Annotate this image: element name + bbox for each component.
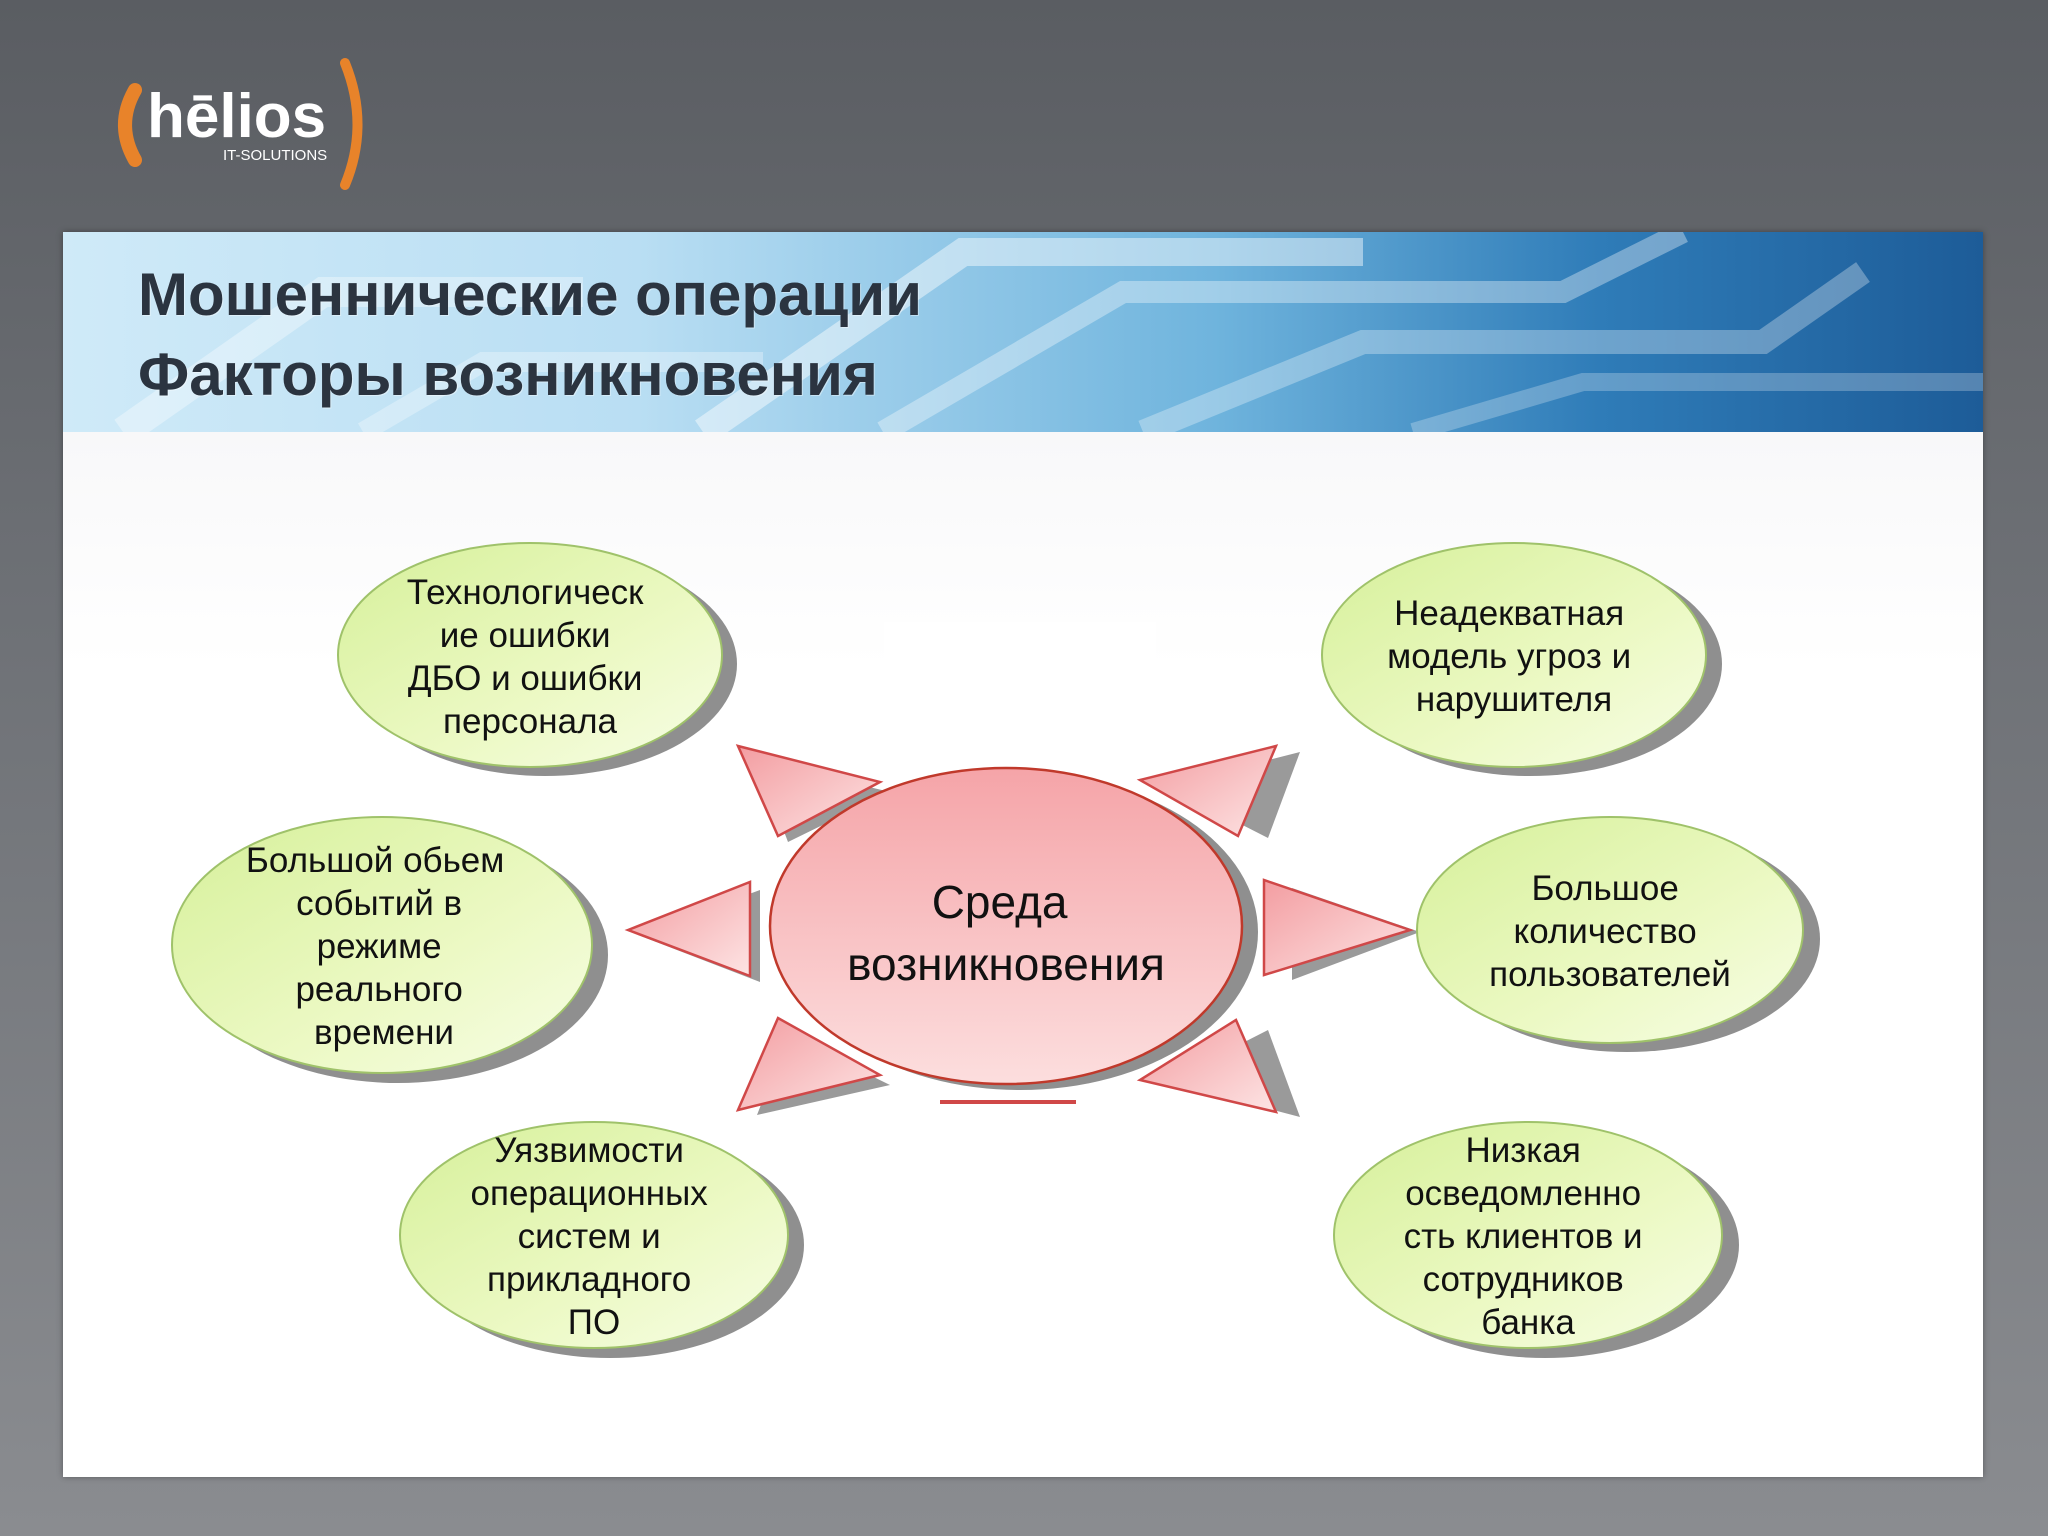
factor-low-awareness: Низкая осведомленно сть клиентов и сотру… xyxy=(1333,1121,1739,1358)
factor-many-users-line-2: количество xyxy=(1513,912,1696,951)
slide-title-line-1: Мошеннические операции xyxy=(138,261,923,328)
factor-realtime-volume-line-1: Большой обьем xyxy=(246,841,504,880)
factor-realtime-volume: Большой обьем событий в режиме реального… xyxy=(171,816,608,1083)
center-backdrop-bottom xyxy=(884,1105,1142,1265)
center-ellipse xyxy=(768,766,1244,1086)
banner-decoration xyxy=(114,232,1983,432)
arrow-up-right xyxy=(1136,744,1279,838)
factor-tech-errors-line-4: персонала xyxy=(443,702,617,741)
arrow-up-left xyxy=(735,744,884,838)
factor-tech-errors-line-3: ДБО и ошибки xyxy=(408,659,643,698)
arrow-down-left xyxy=(735,1016,884,1112)
factor-threat-model-line-3: нарушителя xyxy=(1416,680,1612,719)
svg-text:Большой обьем событий в: Большой обьем событий в режиме реального… xyxy=(246,841,514,1052)
svg-text:Технологическ ие ошибки: Технологическ ие ошибки ДБО и ошибки пер… xyxy=(407,573,653,741)
factor-threat-model-line-2: модель угроз и xyxy=(1387,637,1631,676)
factor-low-awareness-line-1: Низкая xyxy=(1465,1131,1580,1170)
logo-brand: hēlios xyxy=(147,82,326,151)
center-line-1: Среда xyxy=(932,876,1068,928)
center-line-2: возникновения xyxy=(847,938,1165,990)
factor-tech-errors: Технологическ ие ошибки ДБО и ошибки пер… xyxy=(337,542,737,776)
factor-low-awareness-line-5: банка xyxy=(1481,1303,1575,1342)
factor-low-awareness-line-2: осведомленно xyxy=(1405,1174,1641,1213)
factor-threat-model: Неадекватная модель угроз и нарушителя xyxy=(1321,542,1722,776)
factor-low-awareness-line-4: сотрудников xyxy=(1423,1260,1624,1299)
factor-many-users-line-3: пользователей xyxy=(1489,955,1731,994)
arrows xyxy=(624,744,1415,1114)
helios-logo: hēlios IT-SOLUTIONS xyxy=(118,58,363,190)
factor-tech-errors-line-1: Технологическ xyxy=(407,573,644,612)
factor-os-vulnerabilities: Уязвимости операционных систем и приклад… xyxy=(399,1121,804,1358)
factor-realtime-volume-line-2: событий в xyxy=(296,884,462,923)
factor-realtime-volume-line-5: времени xyxy=(314,1013,454,1052)
center-backdrop-top xyxy=(884,622,1156,767)
factor-many-users-line-1: Большое xyxy=(1531,869,1678,908)
slide-title-line-2: Факторы возникновения xyxy=(138,341,878,408)
factor-low-awareness-line-3: сть клиентов и xyxy=(1404,1217,1643,1256)
logo-tagline: IT-SOLUTIONS xyxy=(223,147,327,164)
factor-os-vulnerabilities-line-1: Уязвимости xyxy=(494,1131,684,1170)
svg-text:Уязвимости операционных: Уязвимости операционных систем и приклад… xyxy=(471,1131,718,1342)
svg-text:Большое количество: Большое количество пользователей xyxy=(1489,869,1731,994)
center-label: Среда возникновения xyxy=(847,876,1165,990)
factor-os-vulnerabilities-line-4: прикладного xyxy=(487,1260,691,1299)
factor-os-vulnerabilities-line-5: ПО xyxy=(568,1303,620,1342)
factor-threat-model-line-1: Неадекватная xyxy=(1394,594,1624,633)
arrow-left xyxy=(624,880,752,978)
svg-text:Низкая осведомленно: Низкая осведомленно сть клиентов и сотру… xyxy=(1404,1131,1653,1342)
factor-os-vulnerabilities-line-3: систем и xyxy=(518,1217,661,1256)
title-banner: Мошеннические операции Факторы возникнов… xyxy=(63,232,1983,432)
factor-os-vulnerabilities-line-2: операционных xyxy=(471,1174,709,1213)
factor-realtime-volume-line-4: реального xyxy=(295,970,462,1009)
arrow-down-right xyxy=(1136,1018,1279,1114)
factor-many-users: Большое количество пользователей xyxy=(1416,816,1820,1052)
arrow-right xyxy=(1262,878,1415,977)
factor-tech-errors-line-2: ие ошибки xyxy=(440,616,611,655)
center-underline xyxy=(940,1100,1076,1104)
factor-realtime-volume-line-3: режиме xyxy=(317,927,442,966)
svg-text:Неадекватная модель угро: Неадекватная модель угроз и нарушителя xyxy=(1387,594,1641,719)
